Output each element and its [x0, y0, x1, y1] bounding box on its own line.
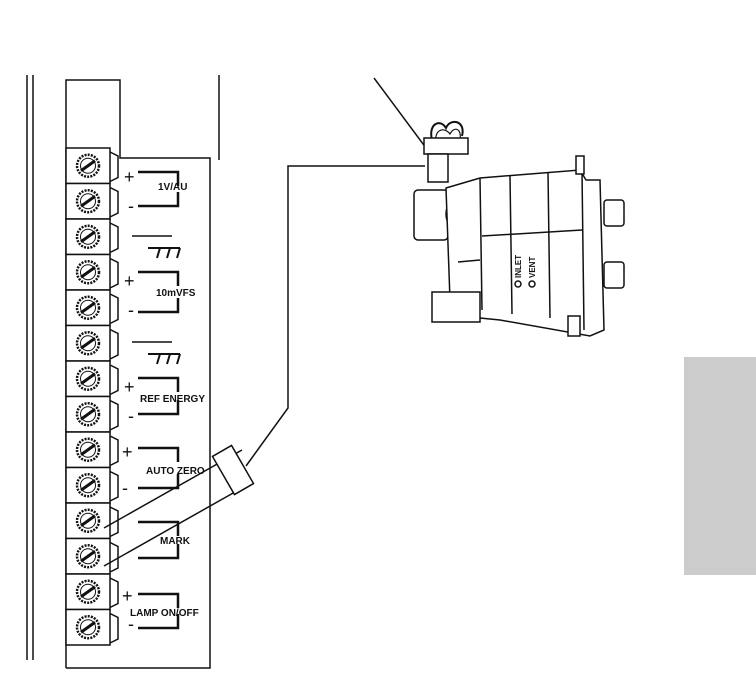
bracket-line: [138, 170, 180, 208]
terminal-labels: 1V/AU 10mVFS REF ENERGY AUTO ZERO MARK L…: [130, 182, 205, 619]
leader-line: [373, 77, 433, 157]
label-10mvfs: 10mVFS: [156, 288, 196, 299]
terminal-screw: [65, 182, 119, 220]
terminal-screw: [65, 147, 119, 185]
section-tab: [684, 357, 756, 575]
minus-sign: -: [128, 300, 134, 320]
minus-sign: -: [128, 196, 134, 216]
terminal-screw: [65, 218, 119, 256]
bracket-line: [138, 520, 180, 560]
terminal-screw: [65, 324, 119, 362]
terminal-screw: [65, 360, 119, 398]
terminal-screw: [65, 573, 119, 611]
valve-assembly: [413, 120, 625, 337]
terminal-screw: [65, 608, 119, 646]
label-auto-zero: AUTO ZERO: [146, 466, 205, 477]
terminal-screw: [65, 466, 119, 504]
terminal-screw: [65, 431, 119, 469]
minus-sign: -: [128, 406, 134, 426]
plus-sign: +: [124, 377, 135, 397]
ground-symbol: [132, 341, 181, 365]
plus-sign: +: [122, 442, 133, 462]
bracket-line: [138, 592, 180, 630]
plus-sign: +: [124, 167, 135, 187]
bracket-line: [138, 270, 180, 314]
signal-cable: [103, 165, 425, 567]
polarity-marks: + - + - + - + - + -: [122, 167, 135, 634]
terminal-screw: [65, 395, 119, 433]
terminal-screw: [65, 253, 119, 291]
ground-symbol: [132, 235, 181, 259]
valve-vent-label: VENT: [528, 257, 537, 278]
terminal-screw: [65, 289, 119, 327]
minus-sign: -: [122, 478, 128, 498]
terminal-strip: [65, 147, 119, 646]
label-mark: MARK: [160, 536, 191, 547]
minus-sign: -: [128, 614, 134, 634]
bracket-line: [138, 376, 180, 416]
terminal-screw: [65, 537, 119, 575]
label-lamp-on-off: LAMP ON/OFF: [130, 608, 199, 619]
label-1v-au: 1V/AU: [158, 182, 187, 193]
bracket-line: [138, 446, 180, 490]
chassis-rails: [26, 75, 220, 660]
label-ref-energy: REF ENERGY: [140, 394, 205, 405]
plus-sign: +: [122, 586, 133, 606]
plus-sign: +: [124, 271, 135, 291]
terminal-screw: [65, 502, 119, 540]
valve-inlet-label: INLET: [514, 255, 523, 278]
label-brackets: [138, 170, 180, 630]
